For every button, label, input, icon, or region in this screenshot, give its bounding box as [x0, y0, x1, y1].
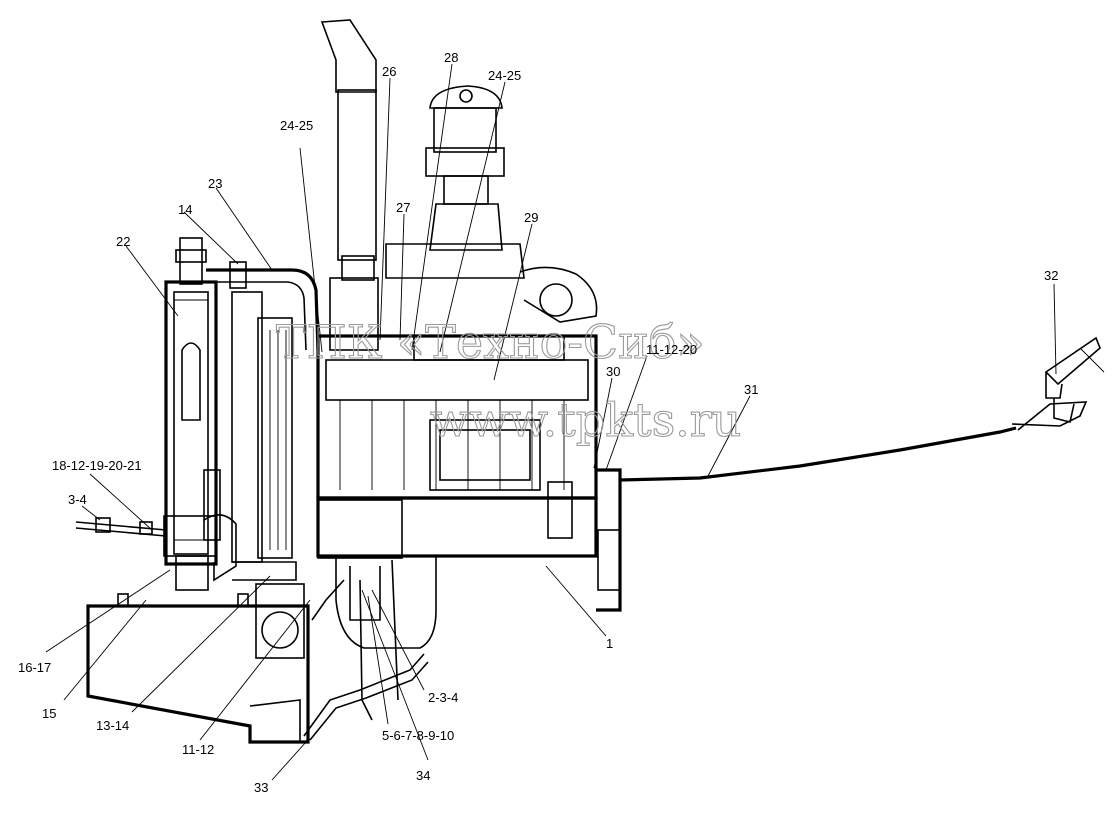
callout-1: 1	[606, 636, 613, 651]
callout-34: 34	[416, 768, 430, 783]
callout-29: 29	[524, 210, 538, 225]
fan-shroud	[203, 291, 297, 582]
turbocharger	[385, 243, 598, 323]
callout-13-14: 13-14	[96, 718, 129, 733]
engine-block	[316, 334, 622, 649]
upper-hose	[206, 261, 320, 351]
callout-5-10: 5-6-7-8-9-10	[382, 728, 454, 743]
callout-15: 15	[42, 706, 56, 721]
callout-28: 28	[444, 50, 458, 65]
callout-22: 22	[116, 234, 130, 249]
drain-pipe	[75, 517, 167, 537]
fuel-lines	[303, 559, 429, 741]
callout-11-12-20: 11-12-20	[646, 342, 697, 357]
callout-18-21: 18-12-19-20-21	[52, 458, 142, 473]
callout-24-25-top: 24-25	[488, 68, 521, 83]
callout-33: 33	[254, 780, 268, 795]
callout-32: 32	[1044, 268, 1058, 283]
callout-labels: 1 2-3-4 3-4 5-6-7-8-9-10 11-12 11-12-20 …	[18, 50, 1058, 795]
callout-11-12: 11-12	[182, 742, 214, 757]
callout-14: 14	[178, 202, 192, 217]
callout-27: 27	[396, 200, 410, 215]
throttle-cable	[619, 401, 1088, 482]
radiator	[163, 237, 221, 591]
exhaust-pipe	[320, 19, 379, 351]
throttle-pedal	[1044, 336, 1105, 423]
callout-3-4: 3-4	[68, 492, 87, 507]
watermark-brand: ТПК «Техно-Сиб»	[276, 315, 705, 369]
callout-24-25-left: 24-25	[280, 118, 313, 133]
fuel-tank	[86, 583, 310, 744]
leader-lines	[45, 63, 1057, 781]
callout-26: 26	[382, 64, 396, 79]
callout-23: 23	[208, 176, 222, 191]
callout-16-17: 16-17	[18, 660, 51, 675]
callout-31: 31	[744, 382, 758, 397]
watermark-url: www.tpkts.ru	[430, 393, 741, 447]
callout-30: 30	[606, 364, 620, 379]
callout-2-3-4: 2-3-4	[428, 690, 458, 705]
